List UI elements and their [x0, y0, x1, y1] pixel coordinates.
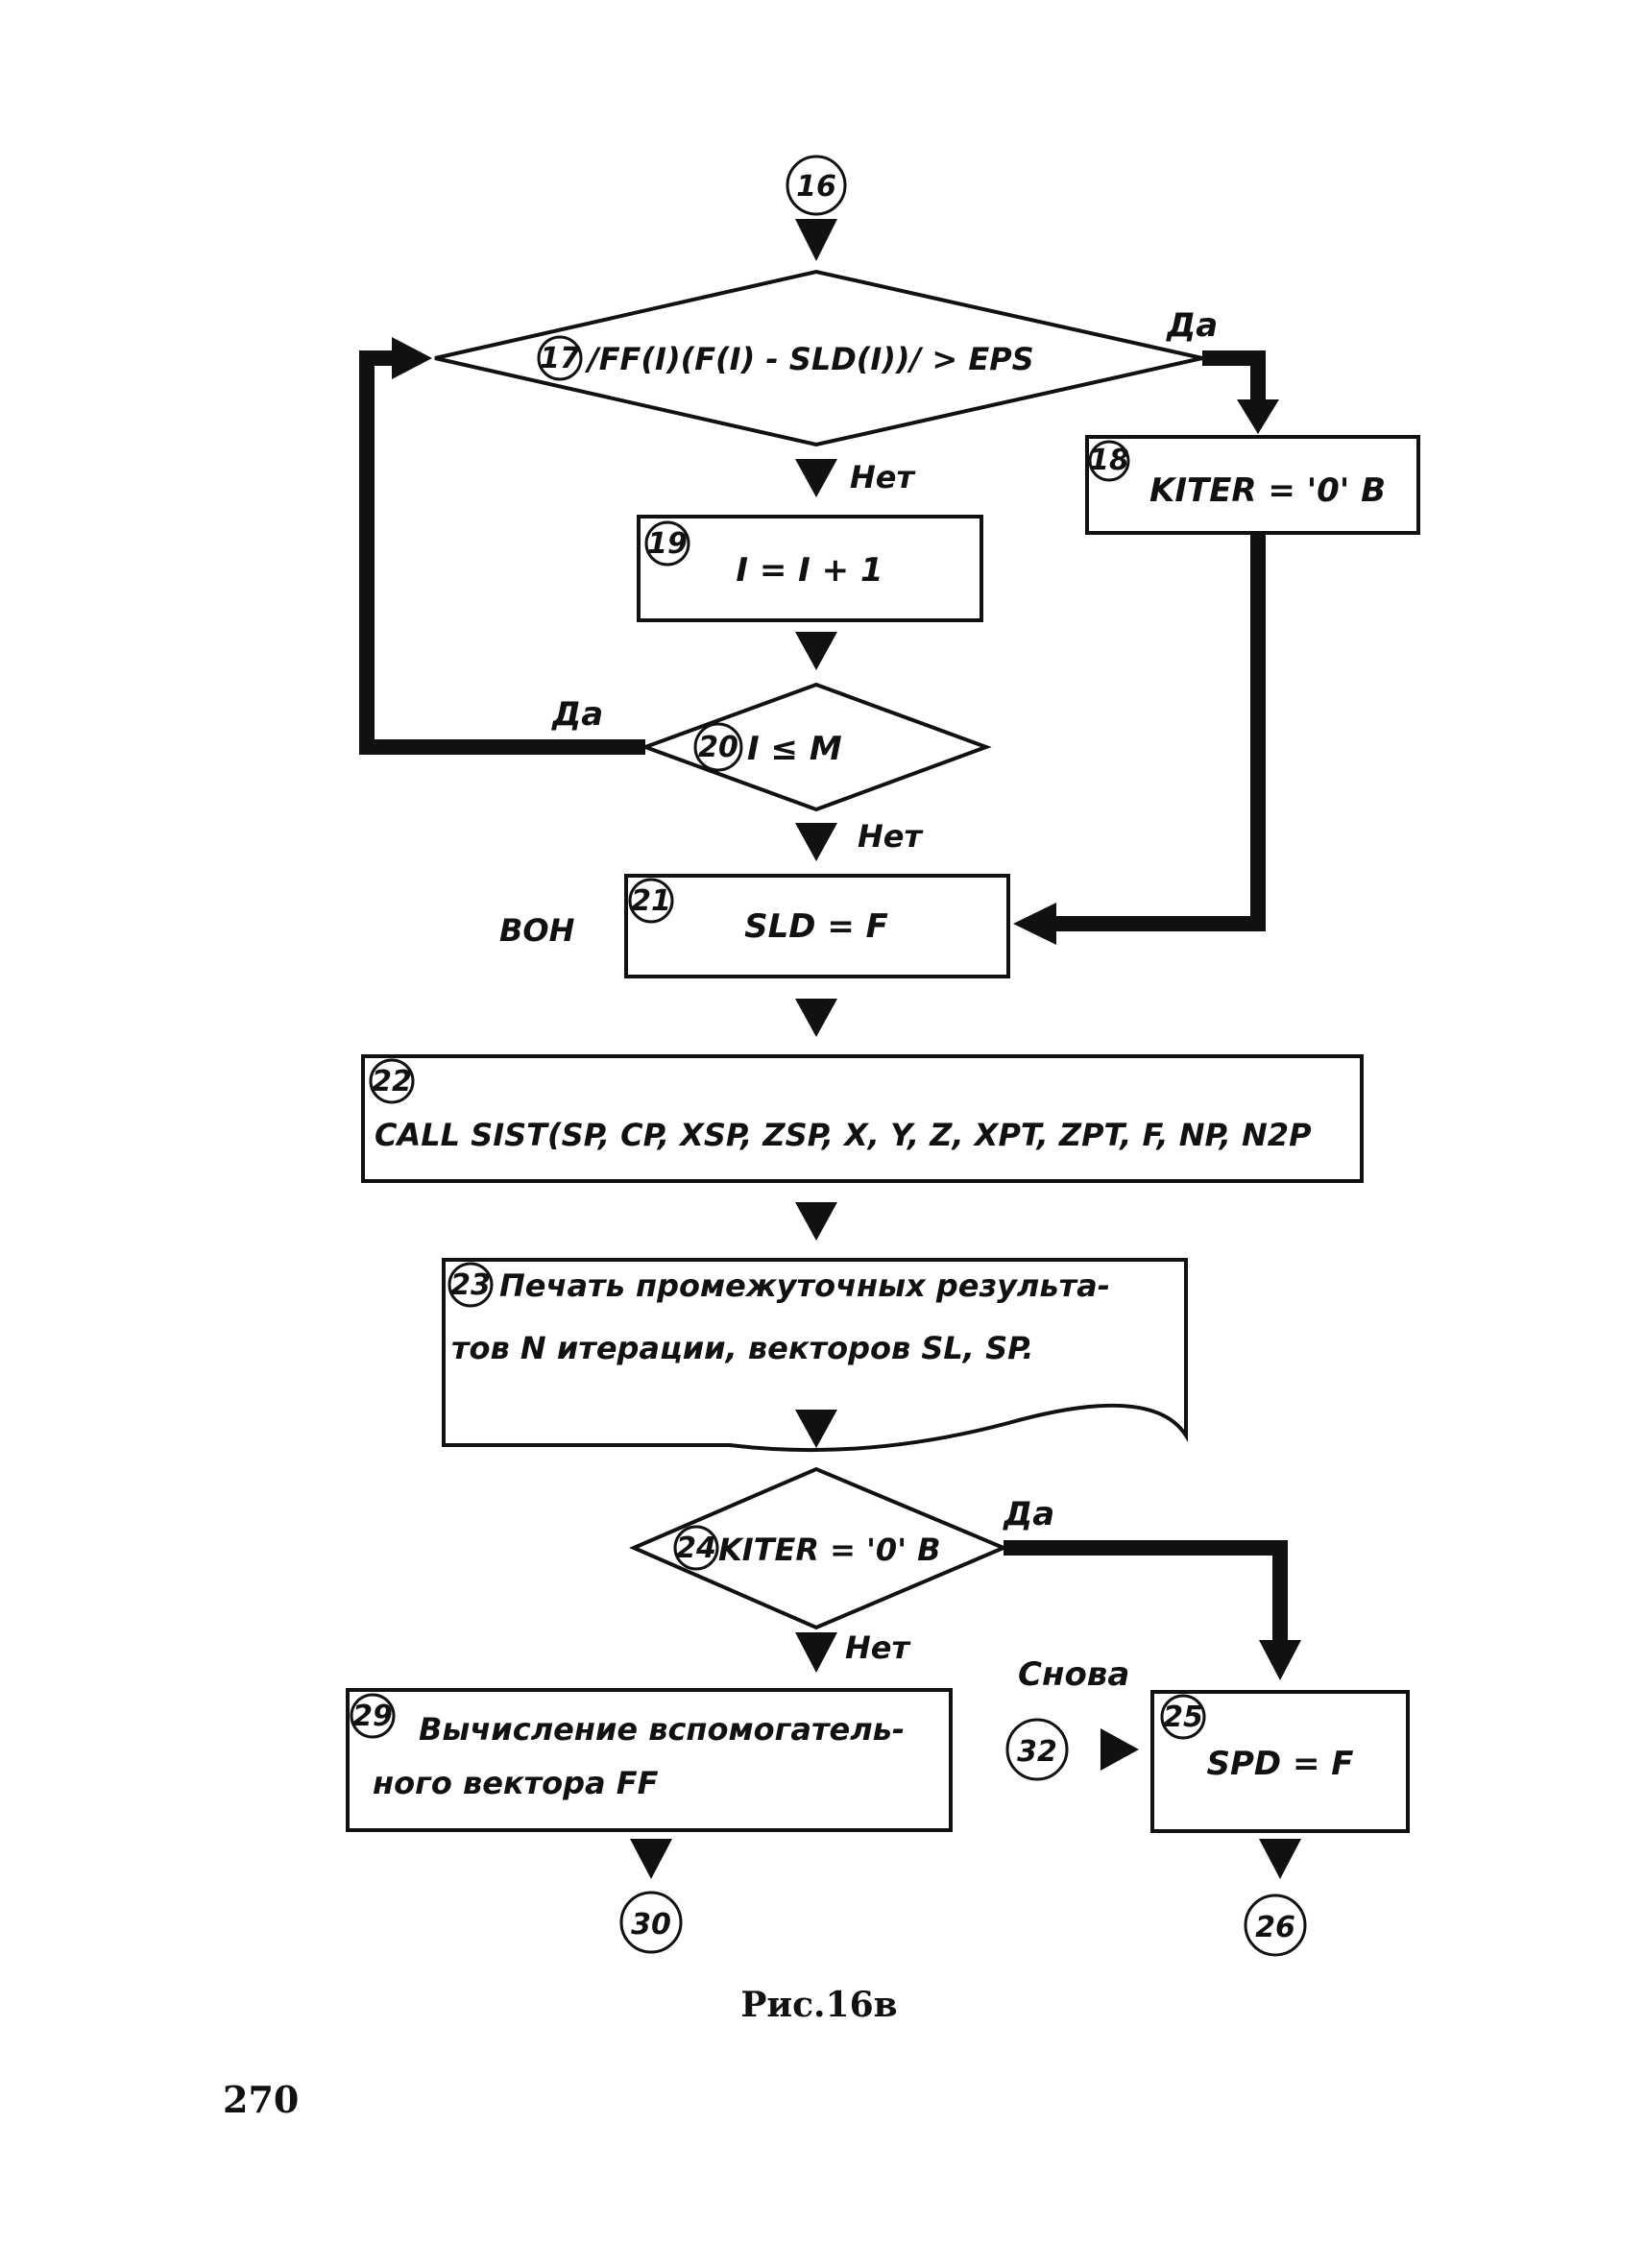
arrow-right-icon: [1101, 1728, 1139, 1771]
svg-text:21: 21: [631, 884, 671, 918]
connector-32: 32: [1005, 1718, 1069, 1781]
label-boh: BOH: [499, 912, 575, 949]
label-again: Снова: [1018, 1655, 1129, 1694]
svg-text:ного вектора FF: ного вектора FF: [373, 1765, 659, 1801]
svg-text:16: 16: [796, 170, 836, 204]
svg-text:Вычисление вспомогатель-: Вычисление вспомогатель-: [419, 1711, 905, 1748]
arrow-down-icon: [795, 1632, 837, 1673]
svg-text:KITER = '0' B: KITER = '0' B: [718, 1532, 941, 1568]
svg-text:CALL SIST(SP, CP, XSP, ZSP, X,: CALL SIST(SP, CP, XSP, ZSP, X, Y, Z, XPT…: [375, 1117, 1312, 1153]
svg-text:17: 17: [540, 342, 580, 375]
arrow-left-icon: [1013, 903, 1056, 945]
label-yes-17: Да: [1166, 306, 1218, 345]
label-no-20: Нет: [858, 818, 924, 855]
process-19: 19 I = I + 1: [637, 515, 983, 622]
svg-text:22: 22: [372, 1065, 412, 1098]
svg-text:26: 26: [1255, 1911, 1295, 1944]
label-no-17: Нет: [850, 459, 916, 495]
arrow-down-icon: [795, 1410, 837, 1448]
decision-20: 20 I ≤ M: [640, 682, 992, 812]
label-yes-20: Да: [551, 695, 603, 734]
svg-text:32: 32: [1017, 1735, 1057, 1769]
svg-text:20: 20: [698, 731, 738, 764]
arrow-down-icon: [795, 219, 837, 261]
svg-text:30: 30: [631, 1908, 671, 1942]
svg-text:23: 23: [450, 1268, 491, 1302]
svg-text:тов N итерации, векторов SL,: тов N итерации, векторов SL, SP.: [451, 1330, 1034, 1366]
process-29: 29 Вычисление вспомогатель- ного вектора…: [346, 1688, 953, 1832]
arrow-down-icon: [1259, 1839, 1301, 1879]
process-18: 18 KITER = '0' B: [1085, 435, 1420, 535]
arrow-down-icon: [1237, 399, 1279, 434]
process-25: 25 SPD = F: [1150, 1690, 1410, 1833]
figure-caption: Рис.16в: [740, 1985, 897, 2025]
document-23: 23 Печать промежуточных результа- тов N …: [442, 1258, 1188, 1453]
decision-24: 24 KITER = '0' B: [628, 1466, 1009, 1630]
arrow-down-icon: [795, 459, 837, 497]
flow-line-24-25: [1004, 1540, 1288, 1644]
arrow-down-icon: [795, 632, 837, 670]
arrow-down-icon: [795, 1202, 837, 1241]
decision-17: 17 /FF(I)(F(I) - SLD(I))/ > EPS: [434, 269, 1203, 447]
svg-text:29: 29: [352, 1700, 393, 1733]
svg-text:/FF(I)(F(I) - SLD(I))/ > EPS: /FF(I)(F(I) - SLD(I))/ > EPS: [584, 341, 1034, 377]
connector-30: 30: [619, 1891, 683, 1954]
label-yes-24: Да: [1003, 1495, 1054, 1533]
arrow-right-icon: [392, 337, 432, 379]
arrow-down-icon: [795, 823, 837, 861]
page-number: 270: [223, 2078, 299, 2121]
svg-text:KITER = '0' B: KITER = '0' B: [1149, 471, 1386, 510]
connector-26: 26: [1244, 1894, 1307, 1957]
arrow-down-icon: [630, 1839, 672, 1879]
svg-text:24: 24: [676, 1532, 716, 1565]
svg-text:SPD = F: SPD = F: [1206, 1745, 1353, 1783]
label-no-24: Нет: [845, 1629, 911, 1666]
flow-line-20-17: [359, 350, 645, 755]
svg-text:Печать промежуточных результа-: Печать промежуточных результа-: [499, 1267, 1110, 1304]
flow-line-18-21: [1052, 533, 1266, 931]
svg-text:SLD = F: SLD = F: [744, 907, 888, 946]
svg-text:I ≤ M: I ≤ M: [747, 730, 842, 768]
arrow-down-icon: [795, 999, 837, 1037]
svg-text:18: 18: [1089, 444, 1129, 477]
connector-16: 16: [786, 155, 847, 216]
process-21: 21 SLD = F: [624, 874, 1010, 978]
svg-text:25: 25: [1163, 1701, 1203, 1734]
svg-text:19: 19: [647, 527, 688, 561]
arrow-down-icon: [1259, 1640, 1301, 1680]
svg-text:I = I + 1: I = I + 1: [736, 551, 883, 590]
flow-line-17-18: [1202, 350, 1266, 403]
process-22: 22 CALL SIST(SP, CP, XSP, ZSP, X, Y, Z, …: [361, 1054, 1364, 1183]
